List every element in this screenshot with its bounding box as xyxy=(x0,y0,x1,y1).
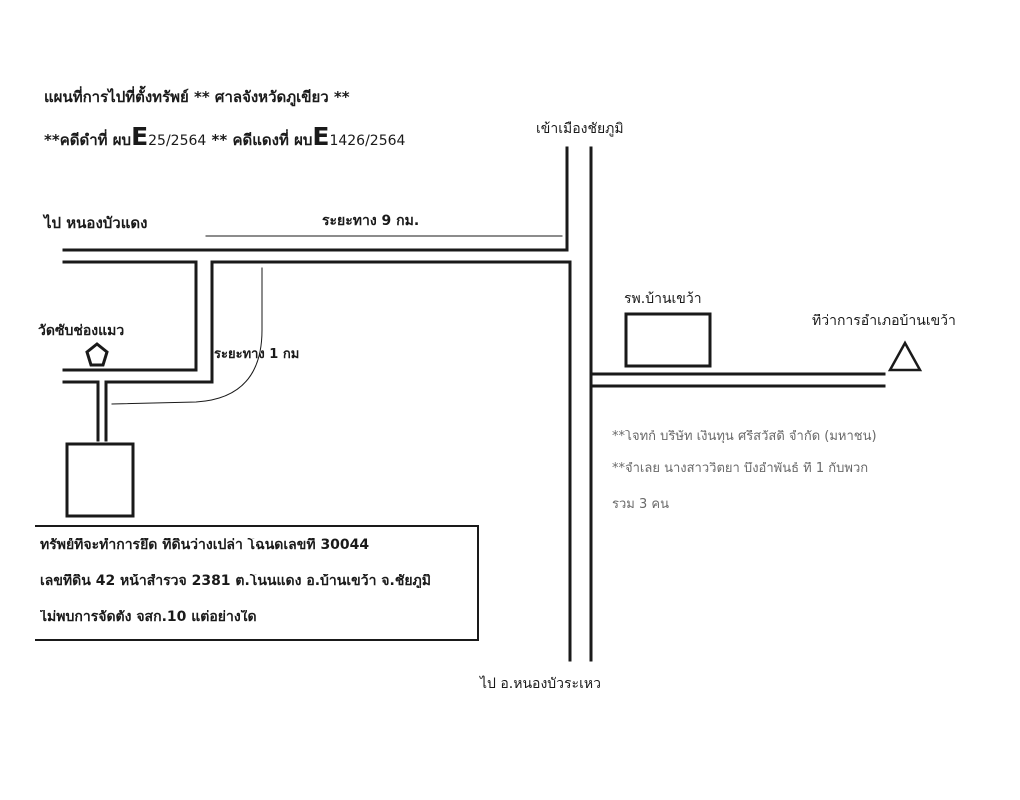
triangle-icon xyxy=(887,340,923,372)
temple-label: วัดซับช่องแมว xyxy=(38,323,125,339)
distance-9km-label: ระยะทาง 9 กม. xyxy=(322,213,420,229)
property-line-3: ไม่พบการจัดตั้ง จสก.10 แต่อย่างใด xyxy=(40,610,257,624)
case-black-prefix: **คดีดำที่ ผบ xyxy=(44,131,132,149)
property-line-1: ทรัพย์ที่จะทำการยึด ที่ดินว่างเปล่า โฉนด… xyxy=(40,538,370,552)
distance-1km-label: ระยะทาง 1 กม xyxy=(214,347,300,362)
case-black-number: 25/2564 xyxy=(148,133,207,149)
district-office-label: ที่ว่าการอำเภอบ้านเขว้า xyxy=(812,314,956,328)
case-black-letter: E xyxy=(131,122,149,151)
pentagon-icon xyxy=(85,342,109,367)
case-red-number: 1426/2564 xyxy=(329,133,406,149)
property-line-2: เลขที่ดิน 42 หน้าสำรวจ 2381 ต.โนนแดง อ.บ… xyxy=(40,574,431,588)
north-direction-label: เข้าเมืองชัยภูมิ xyxy=(536,121,624,137)
property-parcel xyxy=(65,442,135,518)
case-numbers: **คดีดำที่ ผบE25/2564 ** คดีแดงที่ ผบE14… xyxy=(44,124,405,149)
case-red-prefix: ** คดีแดงที่ ผบ xyxy=(206,131,313,149)
map-title: แผนที่การไปที่ตั้งทรัพย์ ** ศาลจังหวัดภู… xyxy=(44,88,350,106)
distance-1-guide-line xyxy=(111,267,263,405)
defendant-count: รวม 3 คน xyxy=(612,498,669,511)
case-red-letter: E xyxy=(312,122,330,151)
hospital-building xyxy=(624,312,712,368)
west-direction-label: ไป หนองบัวแดง xyxy=(44,214,148,232)
hospital-label: รพ.บ้านเขว้า xyxy=(624,291,702,307)
defendant-line: **จำเลย นางสาววิตยา บึงอำพันธ์ ที่ 1 กับ… xyxy=(612,462,869,475)
plaintiff-line: **โจทก์ บริษัท เงินทุน ศรีสวัสดิ์ จำกัด … xyxy=(612,430,877,443)
south-direction-label: ไป อ.หนองบัวระเหว xyxy=(480,676,601,692)
property-description-box xyxy=(35,525,479,641)
